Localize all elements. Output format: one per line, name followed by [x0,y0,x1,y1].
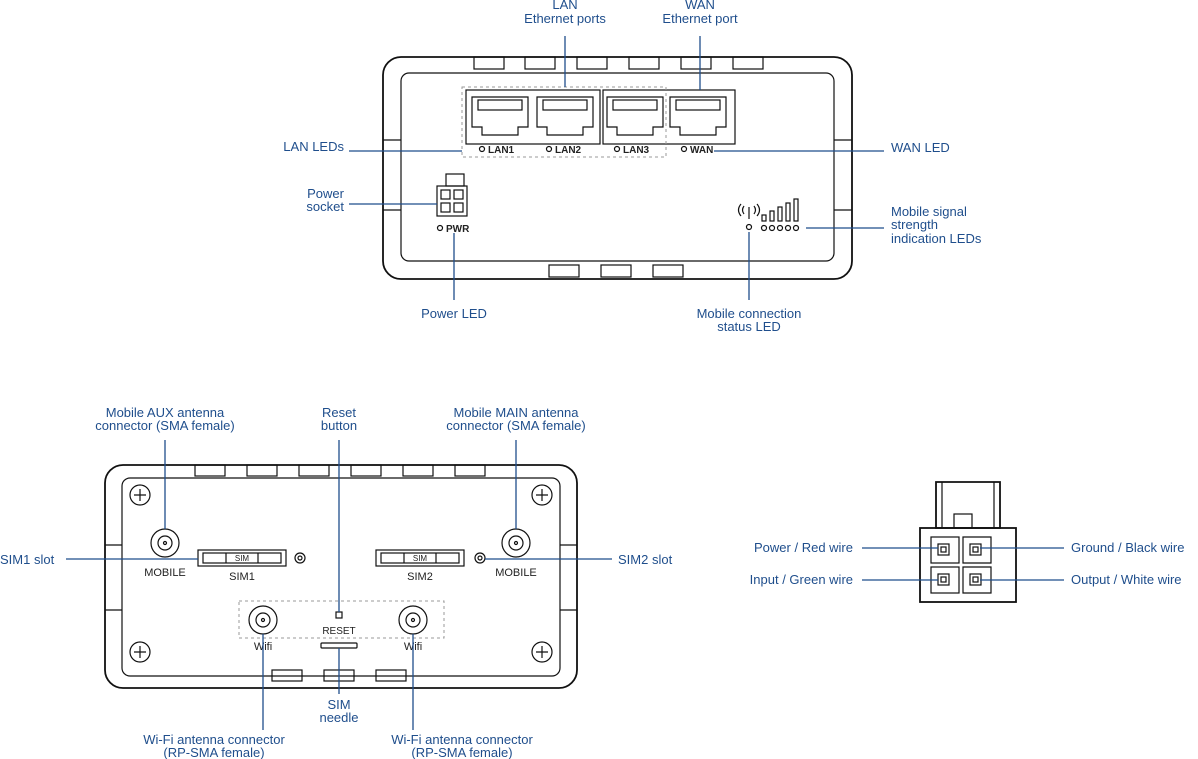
wifi-left-label-2: (RP-SMA female) [163,745,264,759]
input-green-label: Input / Green wire [750,572,853,587]
back-outer-body [104,464,578,689]
lan1-led-label: LAN1 [488,145,515,156]
antenna-status-icon [737,203,761,231]
main-label-1: Mobile MAIN antenna [453,405,579,420]
mobile-aux-connector [150,528,180,558]
wifi-right-connector [398,605,428,635]
lan3-led-label: LAN3 [623,145,650,156]
mobile-aux-text: MOBILE [144,567,186,579]
aux-label-2: connector (SMA female) [95,418,234,433]
power-socket-label-1: Power [307,186,345,201]
pwr-led-label: PWR [446,224,470,235]
mobile-main-text: MOBILE [495,567,537,579]
wifi-right-label-1: Wi-Fi antenna connector [391,732,533,747]
sim2-text: SIM2 [407,571,433,583]
lan-ports-label-1: LAN [552,0,577,12]
lan-leds-label: LAN LEDs [283,139,344,154]
power-socket-label-2: socket [306,199,344,214]
sim2-slot-label: SIM2 slot [618,552,673,567]
signal-label-1: Mobile signal [891,204,967,219]
back-inner-panel [121,477,561,677]
sim-needle-label-1: SIM [327,697,350,712]
front-inner-panel [400,72,835,262]
wifi-right-label-2: (RP-SMA female) [411,745,512,759]
sim1-slot [197,549,287,567]
connector-body [919,527,1017,603]
sim1-slot-text: SIM [235,554,250,563]
reset-label-2: button [321,418,357,433]
sim1-text: SIM1 [229,571,255,583]
ground-black-label: Ground / Black wire [1071,540,1184,555]
output-white-label: Output / White wire [1071,572,1182,587]
wan-port-label-1: WAN [685,0,715,12]
wifi-left-label-1: Wi-Fi antenna connector [143,732,285,747]
power-connector [919,481,1017,603]
rj45-ports [471,96,727,136]
sim-needle-slot [320,642,358,649]
sim2-slot-text: SIM [413,554,428,563]
front-panel: LAN1 LAN2 LAN3 WAN PWR [382,56,853,280]
mobile-status-label-2: status LED [717,319,781,334]
signal-label-2: strength [891,217,938,232]
lan-ports-label-2: Ethernet ports [524,11,606,26]
wan-led-callout: WAN LED [891,140,950,155]
power-led-label: Power LED [421,306,487,321]
lan2-led-label: LAN2 [555,145,582,156]
signal-label-3: indication LEDs [891,231,982,246]
reset-label-1: Reset [322,405,356,420]
power-red-label: Power / Red wire [754,540,853,555]
wan-port-group [602,89,736,145]
back-panel: MOBILE MOBILE SIM SIM1 SIM SIM2 Wifi Wif… [104,464,578,689]
front-outer-body [382,56,853,280]
main-label-2: connector (SMA female) [446,418,585,433]
signal-bars-icon [760,198,800,232]
sim-needle-label-2: needle [319,710,358,725]
sim2-slot [375,549,465,567]
wan-led-label: WAN [690,145,713,156]
reset-text: RESET [322,626,355,637]
mobile-status-label-1: Mobile connection [697,306,802,321]
screw-icons [129,484,553,663]
wan-port-label-2: Ethernet port [662,11,738,26]
sim1-slot-label: SIM1 slot [0,552,55,567]
mobile-main-connector [501,528,531,558]
aux-label-1: Mobile AUX antenna [106,405,225,420]
wifi-left-connector [248,605,278,635]
lan-port-group [465,89,601,145]
reset-button [335,611,343,619]
power-socket [436,173,468,217]
